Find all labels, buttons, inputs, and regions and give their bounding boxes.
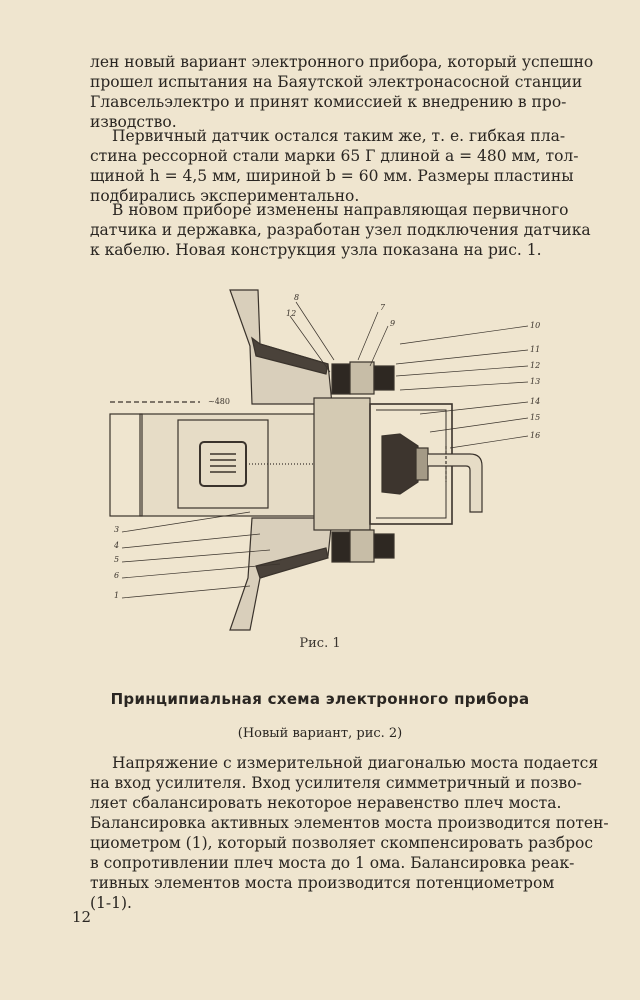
text-line: стина рессорной стали марки 65 Г длиной … (90, 147, 579, 165)
callout-label: 4 (113, 541, 119, 550)
text-line: Главсельэлектро и принят комиссией к вне… (90, 93, 567, 111)
section-subheading: (Новый вариант, рис. 2) (237, 726, 403, 741)
text-line: изводство. (90, 113, 177, 131)
callout-label: 13 (530, 377, 540, 386)
dimension-label: ~480 (208, 397, 230, 406)
callout-label: 10 (530, 321, 540, 330)
text-line: на вход усилителя. Вход усилителя симмет… (90, 774, 582, 792)
text-line: (1-1). (90, 894, 132, 912)
text-line: Напряжение с измерительной диагональю мо… (112, 754, 599, 772)
paragraph-4: Напряжение с измерительной диагональю мо… (90, 753, 609, 913)
left-block (109, 413, 143, 517)
cable-pipe (428, 453, 483, 513)
paragraph-2: Первичный датчик остался таким же, т. е.… (90, 126, 586, 206)
callout-label: 6 (114, 571, 119, 580)
callout-label: 5 (114, 555, 119, 564)
callout-label: 3 (114, 525, 119, 534)
callout-label: 8 (294, 293, 299, 302)
callout-label: 9 (390, 319, 395, 328)
callout-label: 12 (286, 309, 296, 318)
text-line: к кабелю. Новая конструкция узла показан… (90, 241, 542, 259)
lower-bracket (229, 517, 333, 631)
section-heading: Принципиальная схема электронного прибор… (110, 690, 530, 708)
upper-bracket (229, 289, 333, 405)
paragraph-1: лен новый вариант электронного прибора, … (90, 52, 594, 132)
text-line: тивных элементов моста производится поте… (90, 874, 555, 892)
upper-bracket-shade (251, 336, 329, 375)
text-line: датчика и державка, разработан узел подк… (90, 221, 591, 239)
figure-caption: Рис. 1 (299, 636, 341, 651)
sensor-lines (210, 453, 236, 473)
lower-bolt (331, 529, 395, 563)
callout-label: 11 (530, 345, 540, 354)
paragraph-3: В новом приборе изменены направляющая пе… (90, 200, 591, 260)
callout-label: 15 (530, 413, 540, 422)
text-line: щиной h = 4,5 мм, шириной b = 60 мм. Раз… (90, 167, 574, 185)
flange-block (313, 397, 371, 531)
lower-bracket-shade (255, 547, 329, 579)
main-body (139, 413, 331, 517)
text-line: подбирались экспериментально. (90, 187, 360, 205)
text-line: В новом приборе изменены направляющая пе… (112, 201, 569, 219)
page-number: 12 (72, 908, 92, 926)
text-line: в сопротивлении плеч моста до 1 ома. Бал… (90, 854, 575, 872)
text-line: прошел испытания на Баяутской электронас… (90, 73, 583, 91)
connector-plug (381, 433, 419, 495)
callout-label: 7 (380, 303, 386, 312)
text-line: циометром (1), который позволяет скомпен… (90, 834, 594, 852)
callout-label: 14 (530, 397, 540, 406)
text-line: Первичный датчик остался таким же, т. е.… (112, 127, 566, 145)
callout-label: 12 (530, 361, 540, 370)
upper-bolt (331, 361, 395, 395)
text-line: лен новый вариант электронного прибора, … (90, 53, 594, 71)
callout-label: 1 (114, 591, 119, 600)
text-line: ляет сбалансировать некоторое неравенств… (90, 794, 562, 812)
callout-label: 16 (530, 431, 540, 440)
technical-drawing: ~480 (109, 289, 540, 631)
text-line: Балансировка активных элементов моста пр… (90, 814, 609, 832)
